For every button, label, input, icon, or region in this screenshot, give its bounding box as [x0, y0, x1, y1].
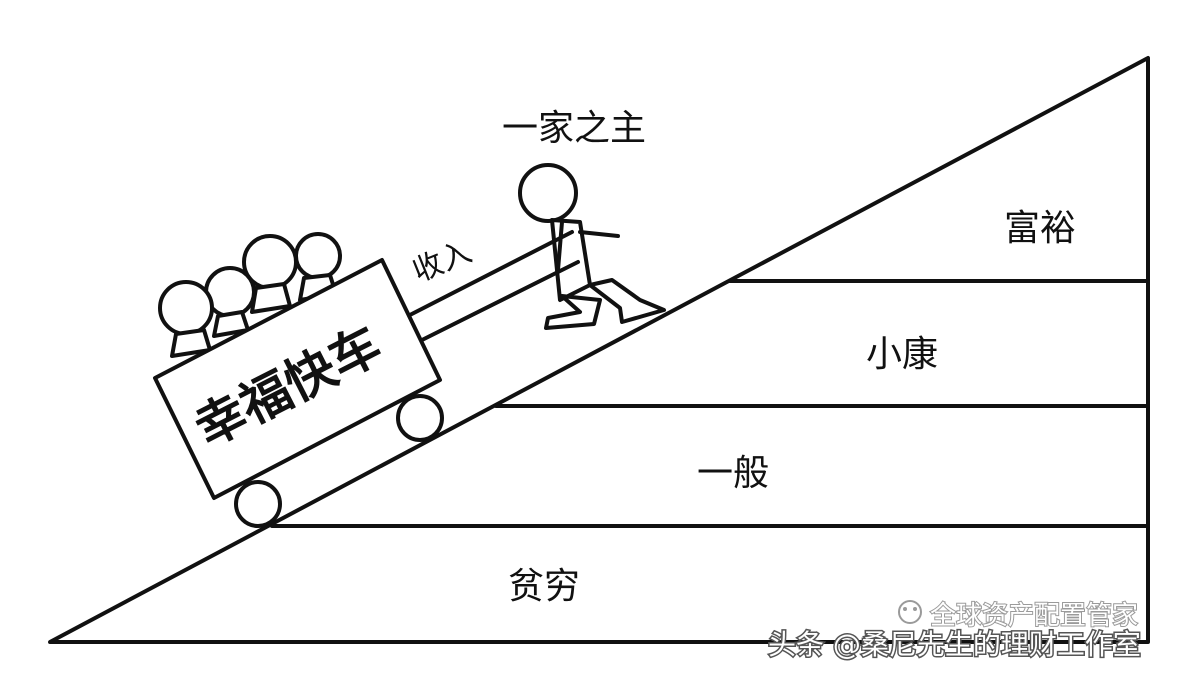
head-of-family-label: 一家之主 [502, 108, 646, 149]
watermark-primary: 头条 @桑尼先生的理财工作室 [768, 628, 1141, 661]
watermark-secondary: 全球资产配置管家 [930, 601, 1138, 631]
income-rope [402, 230, 580, 344]
level-average-label: 一般 [697, 453, 769, 494]
level-comfortable-label: 小康 [866, 334, 938, 375]
income-label: 收入 [408, 234, 477, 289]
stick-figure-pulling [518, 163, 666, 330]
watermark-logo [898, 600, 922, 624]
cart-wheel-rear [234, 480, 282, 528]
cart-wheel-front [396, 394, 444, 442]
wealth-triangle [48, 56, 1150, 644]
level-rich-label: 富裕 [1004, 208, 1076, 249]
level-poor-label: 贫穷 [508, 566, 580, 607]
